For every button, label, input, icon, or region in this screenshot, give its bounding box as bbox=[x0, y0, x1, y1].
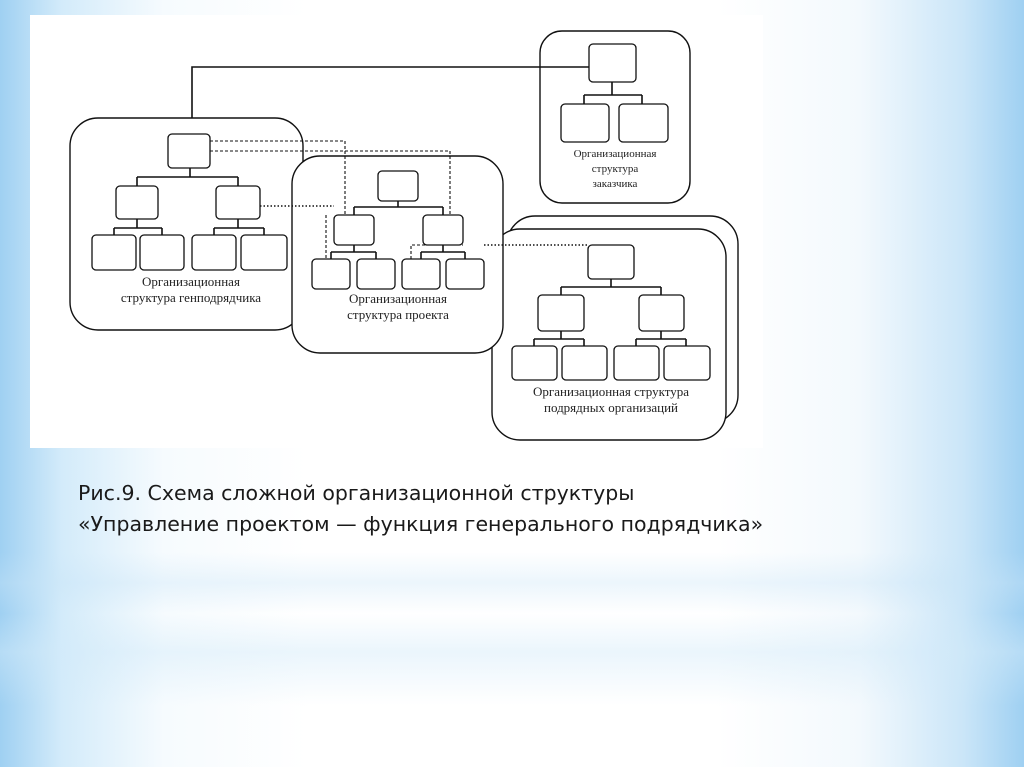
customer-box-right bbox=[618, 103, 669, 143]
subcontractor-mid-box-left bbox=[537, 294, 585, 332]
diagram-canvas: Организационная структура заказчика Орга… bbox=[69, 30, 739, 441]
dashed-link-contractor-project-right bbox=[210, 150, 451, 215]
caption-line-2: «Управление проектом — функция генеральн… bbox=[78, 512, 764, 536]
project-mid-box-left bbox=[333, 214, 375, 246]
project-left-connectors bbox=[330, 245, 377, 259]
dashed-link-contractor-project-left bbox=[210, 140, 346, 215]
project-right-connectors bbox=[420, 245, 466, 259]
contractor-leaf-1 bbox=[91, 234, 137, 271]
contractor-top-connectors bbox=[136, 168, 239, 186]
project-leaf-4 bbox=[445, 258, 485, 290]
subcontractor-right-connectors bbox=[635, 331, 687, 346]
contractor-leaf-3 bbox=[191, 234, 237, 271]
project-mid-box-right bbox=[422, 214, 464, 246]
project-leaf-2 bbox=[356, 258, 396, 290]
project-leaf-3 bbox=[401, 258, 441, 290]
project-structure: Организационная структура проекта bbox=[291, 155, 504, 354]
project-leaf-1 bbox=[311, 258, 351, 290]
customer-frame bbox=[539, 30, 691, 204]
contractor-left-connectors bbox=[113, 219, 163, 235]
contractor-head-box bbox=[167, 133, 211, 169]
subcontractor-left-connectors bbox=[533, 331, 585, 346]
figure-caption: Рис.9. Схема сложной организационной стр… bbox=[78, 478, 978, 540]
contractor-mid-box-left bbox=[115, 185, 159, 220]
org-structure-diagram: Организационная структура заказчика Орга… bbox=[30, 15, 763, 448]
contractor-label-2: структура генподрядчика bbox=[121, 290, 261, 305]
customer-structure: Организационная структура заказчика bbox=[539, 30, 691, 204]
subcontractor-label-1: Организационная структура bbox=[533, 384, 689, 399]
customer-label-1: Организационная bbox=[574, 148, 657, 160]
customer-head-box bbox=[588, 43, 637, 83]
project-label-1: Организационная bbox=[349, 291, 447, 306]
subcontractor-structure: Организационная структура подрядных орга… bbox=[491, 215, 739, 441]
subcontractor-leaf-3 bbox=[613, 345, 660, 381]
project-top-connectors bbox=[353, 201, 444, 215]
contractor-label-1: Организационная bbox=[142, 274, 240, 289]
contractor-right-connectors bbox=[213, 219, 265, 235]
project-head-box bbox=[377, 170, 419, 202]
subcontractor-mid-box-right bbox=[638, 294, 685, 332]
subcontractor-leaf-1 bbox=[511, 345, 558, 381]
contractor-leaf-4 bbox=[240, 234, 288, 271]
general-contractor-structure: Организационная структура генподрядчика bbox=[69, 117, 304, 331]
subcontractor-leaf-4 bbox=[663, 345, 711, 381]
project-frame bbox=[291, 155, 504, 354]
contractor-leaf-2 bbox=[139, 234, 185, 271]
contractor-mid-box-right bbox=[215, 185, 261, 220]
subcontractor-top-connectors bbox=[560, 279, 662, 295]
customer-label-3: заказчика bbox=[593, 178, 638, 190]
customer-connectors bbox=[583, 82, 643, 104]
customer-box-left bbox=[560, 103, 610, 143]
project-label-2: структура проекта bbox=[347, 307, 449, 322]
subcontractor-head-box bbox=[587, 244, 635, 280]
customer-label-2: структура bbox=[592, 163, 639, 175]
caption-line-1: Рис.9. Схема сложной организационной стр… bbox=[78, 481, 635, 505]
contractor-customer-link bbox=[191, 66, 589, 140]
subcontractor-label-2: подрядных организаций bbox=[544, 400, 678, 415]
subcontractor-leaf-2 bbox=[561, 345, 608, 381]
